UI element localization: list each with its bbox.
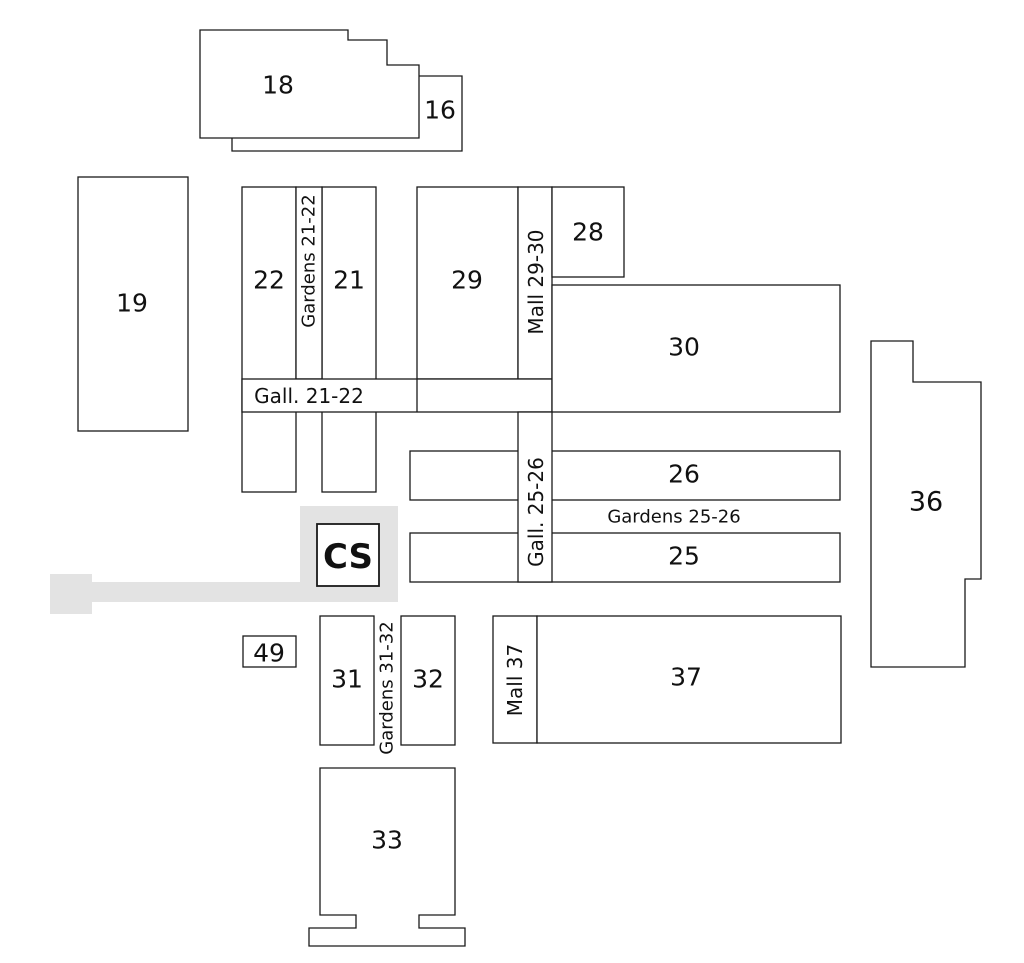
hall-19-label: 19 (116, 289, 148, 318)
hall-28-label: 28 (572, 218, 604, 247)
hall-21[interactable]: 21 (321, 186, 377, 493)
hall-26-label: 26 (668, 460, 700, 489)
hall-22[interactable]: 22 (241, 186, 297, 493)
hall-26[interactable]: 26 (409, 450, 841, 501)
hall-31[interactable]: 31 (319, 615, 375, 746)
hall-37[interactable]: 37 (536, 615, 842, 744)
hall-29-label: 29 (451, 266, 483, 295)
mall-37[interactable]: Mall 37 (492, 615, 538, 744)
hall-21-label: 21 (333, 266, 365, 295)
gardens-31-32-label[interactable]: Gardens 31-32 (377, 621, 398, 754)
customer-service[interactable]: CS (316, 523, 380, 587)
hall-16-label: 16 (424, 96, 456, 125)
gallery-21-22[interactable]: Gall. 21-22 (241, 378, 553, 413)
hall-33[interactable]: 33 (308, 767, 466, 947)
hall-30-label: 30 (668, 333, 700, 362)
hall-22-label: 22 (253, 266, 285, 295)
mall-29-30-label: Mall 29-30 (524, 229, 548, 334)
gallery-21-22-label: Gall. 21-22 (254, 384, 364, 408)
mall-37-label: Mall 37 (503, 644, 527, 716)
gallery-25-26-label: Gall. 25-26 (524, 457, 548, 567)
gallery-25-26[interactable]: Gall. 25-26 (517, 411, 553, 583)
hall-32[interactable]: 32 (400, 615, 456, 746)
hall-25-label: 25 (668, 542, 700, 571)
hall-30[interactable]: 30 (551, 284, 841, 413)
hall-49[interactable]: 49 (242, 635, 297, 668)
hall-19[interactable]: 19 (77, 176, 189, 432)
mall-29-30[interactable]: Mall 29-30 (517, 186, 553, 380)
hall-25[interactable]: 25 (409, 532, 841, 583)
gardens-21-22-label: Gardens 21-22 (299, 194, 320, 327)
hall-31-label: 31 (331, 665, 363, 694)
customer-service-label: CS (323, 537, 373, 577)
hall-32-label: 32 (412, 665, 444, 694)
gardens-21-22[interactable]: Gardens 21-22 (295, 186, 323, 380)
hall-18-label: 18 (262, 71, 294, 100)
hall-36[interactable]: 36 (870, 340, 982, 668)
hall-49-label: 49 (253, 639, 285, 668)
hall-29[interactable]: 29 (416, 186, 519, 380)
hall-28[interactable]: 28 (551, 186, 625, 278)
hall-36-label: 36 (909, 487, 943, 518)
gardens-25-26-label[interactable]: Gardens 25-26 (607, 507, 740, 528)
hall-33-label: 33 (371, 826, 403, 855)
hall-18[interactable]: 18 (199, 29, 420, 139)
hall-37-label: 37 (670, 663, 702, 692)
walkway-to-cs (50, 506, 398, 614)
